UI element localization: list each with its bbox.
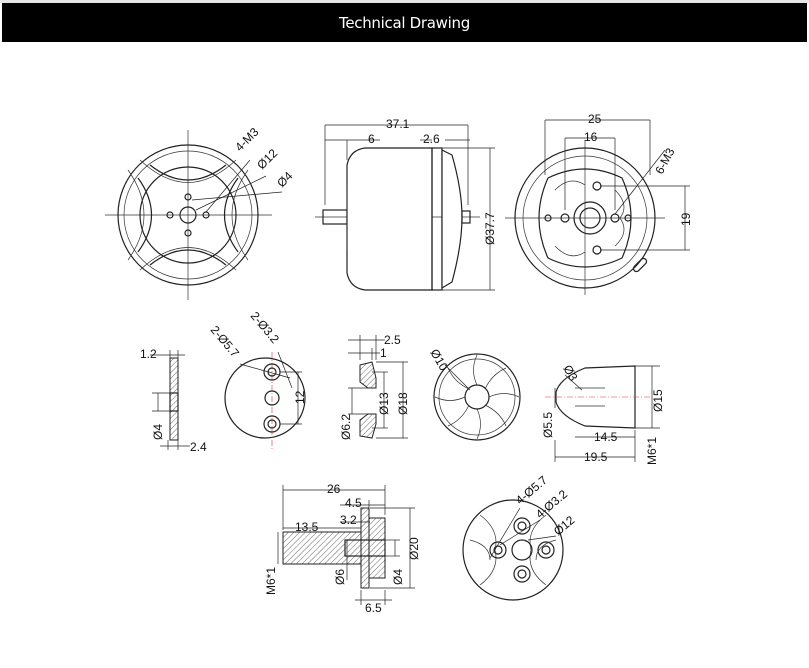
adapter-flange-dia-label: Ø20 xyxy=(407,537,421,560)
adapter-shaft-label: 13.5 xyxy=(295,520,319,534)
adapter-flange-label: 4.5 xyxy=(345,496,362,510)
cone-bore-label: Ø6.2 xyxy=(339,414,353,440)
nut-outer-label: Ø15 xyxy=(651,389,665,412)
cone-washer: 2.5 1 Ø6.2 Ø13 Ø18 xyxy=(339,333,410,440)
adapter-disc: 4-Ø5.7 4-Ø3.2 Ø12 xyxy=(462,473,578,601)
adapter-bore-label: Ø4 xyxy=(391,569,405,585)
washer-spacing-label: 12 xyxy=(293,390,307,404)
nut-total-length-label: 19.5 xyxy=(584,450,608,464)
washer-large-holes-label: 2-Ø5.7 xyxy=(208,323,243,360)
motor-rear-view: 25 16 6-M3 19 xyxy=(505,112,693,295)
rear-holes-label: 6-M3 xyxy=(652,145,677,176)
adapter-thread-label: M6*1 xyxy=(264,567,278,595)
disc-pcd-label: Ø12 xyxy=(551,513,578,539)
rear-inner-label: 16 xyxy=(584,130,598,144)
rear-spacing-label: 19 xyxy=(679,212,693,226)
cone-width-label: 2.5 xyxy=(384,333,401,347)
washer-plate: 2-Ø3.2 2-Ø5.7 12 xyxy=(208,309,307,450)
rear-outer-label: 25 xyxy=(588,112,602,126)
nut-tip-base-label: Ø5.5 xyxy=(541,412,555,438)
section-title: Technical Drawing xyxy=(339,13,470,32)
front-holes-label: 4-M3 xyxy=(232,125,261,154)
front-inner-dia-label: Ø12 xyxy=(254,146,280,172)
side-overall-length-label: 37.1 xyxy=(386,117,410,131)
prop-nut: Ø3 Ø5.5 14.5 19.5 Ø15 M6*1 xyxy=(541,363,665,466)
cone-step-label: 1 xyxy=(380,346,387,360)
side-shaft-length-label: 6 xyxy=(368,132,375,146)
washer-thickness-label: 1.2 xyxy=(140,347,157,361)
adapter-step-label: 3.2 xyxy=(340,513,357,527)
adapter-shaft-dia-label: Ø6 xyxy=(333,569,347,585)
prop-adapter: 26 4.5 3.2 13.5 M6*1 Ø6 Ø4 Ø20 6.5 xyxy=(264,482,421,615)
front-hole-dia-label: Ø4 xyxy=(274,169,295,190)
nut-thread-label: M6*1 xyxy=(645,437,659,465)
motor-front-view: 4-M3 Ø12 Ø4 xyxy=(105,125,296,300)
fan-bore-label: Ø10 xyxy=(427,347,451,374)
washer-side-view: 1.2 Ø4 2.4 xyxy=(140,347,207,454)
top-border xyxy=(0,0,809,3)
washer-width-label: 2.4 xyxy=(190,440,207,454)
side-flange-label: 2.6 xyxy=(423,132,440,146)
nut-inner-length-label: 14.5 xyxy=(594,430,618,444)
fan-disc: Ø10 xyxy=(427,347,521,441)
adapter-length-label: 26 xyxy=(327,482,341,496)
cone-outer-label: Ø18 xyxy=(396,392,410,415)
washer-bore-label: Ø4 xyxy=(151,424,165,440)
washer-small-holes-label: 2-Ø3.2 xyxy=(248,309,283,346)
motor-side-view: 37.1 6 2.6 Ø37.7 xyxy=(315,117,497,291)
adapter-flange-width-label: 6.5 xyxy=(365,601,382,615)
section-header: Technical Drawing xyxy=(2,3,807,42)
side-diameter-label: Ø37.7 xyxy=(483,212,497,245)
cone-inner-label: Ø13 xyxy=(377,392,391,415)
